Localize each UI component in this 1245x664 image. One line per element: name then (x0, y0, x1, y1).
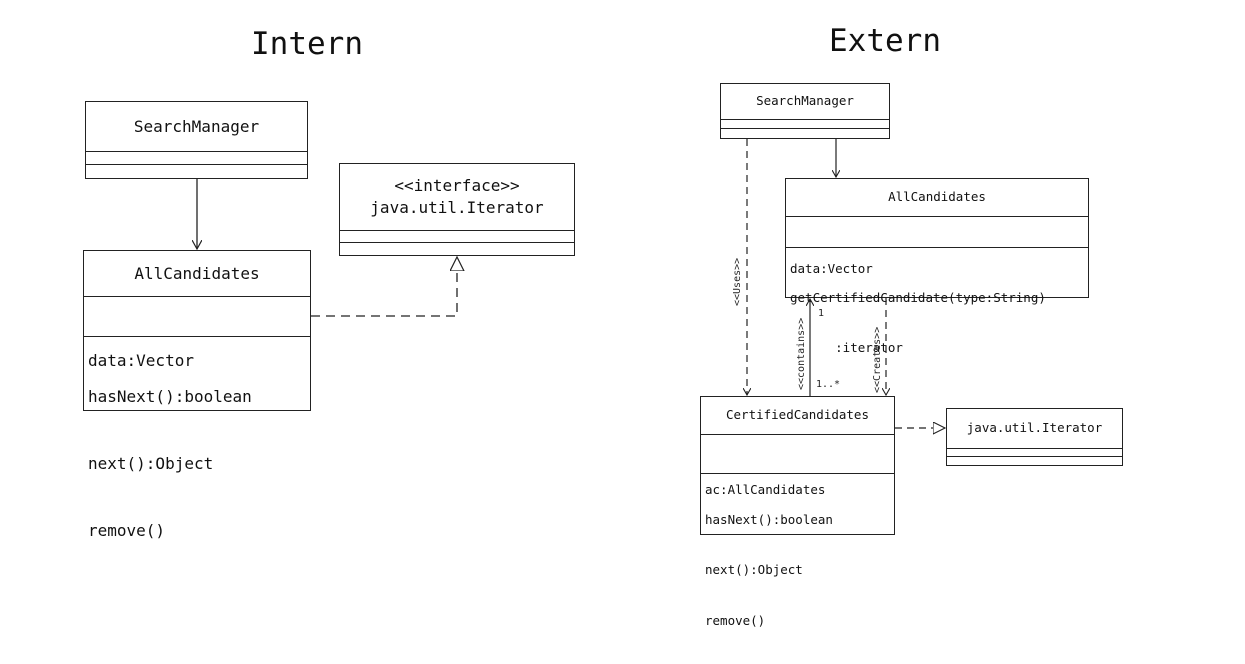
operation: next():Object (705, 562, 803, 578)
attributes-compartment (86, 151, 307, 164)
extern-searchmanager-class[interactable]: SearchManager (720, 83, 890, 139)
operation: remove() (705, 613, 766, 628)
attributes-compartment: ac:AllCandidates (701, 434, 894, 497)
operations-compartment (947, 456, 1122, 465)
extern-title: Extern (829, 23, 941, 59)
intern-title: Intern (251, 26, 363, 62)
class-name: SearchManager (133, 116, 260, 136)
multiplicity-one: 1 (818, 308, 824, 319)
extern-iterator-class[interactable]: java.util.Iterator (946, 408, 1123, 466)
class-name: AllCandidates (134, 263, 260, 283)
creates-label: <<Creates>> (872, 327, 883, 393)
attribute: data:Vector (88, 350, 194, 370)
extern-allcandidates-class[interactable]: AllCandidates data:Vector getCertifiedCa… (785, 178, 1089, 355)
intern-allcandidates-class[interactable]: AllCandidates data:Vector hasNext():bool… (83, 250, 311, 540)
class-name: SearchManager (756, 93, 854, 109)
extern-certifiedcandidates-class[interactable]: CertifiedCandidates ac:AllCandidates has… (700, 396, 895, 628)
attributes-compartment (340, 230, 574, 242)
intern-realization-arrow (311, 257, 457, 317)
multiplicity-many: 1..* (816, 379, 840, 390)
operation: getCertifiedCandidate(type:String) (790, 289, 1046, 305)
attribute: ac:AllCandidates (705, 482, 826, 497)
uses-label: <<Uses>> (732, 258, 743, 306)
stereotype-label: <<interface>> (394, 176, 520, 196)
intern-iterator-interface-class[interactable]: <<interface>> java.util.Iterator (339, 163, 575, 256)
operation: next():Object (88, 453, 214, 473)
operations-compartment (340, 242, 574, 255)
operations-compartment: hasNext():boolean next():Object remove() (84, 336, 310, 587)
contains-label: <<contains>> (796, 318, 807, 390)
operation: hasNext():boolean (88, 386, 252, 406)
operation: hasNext():boolean (705, 511, 833, 527)
attributes-compartment: data:Vector (786, 216, 1088, 276)
attributes-compartment (721, 119, 889, 128)
class-name: AllCandidates (888, 189, 986, 205)
operations-compartment (721, 128, 889, 138)
class-name: CertifiedCandidates (726, 407, 869, 423)
attribute: data:Vector (790, 261, 873, 276)
class-name: java.util.Iterator (966, 420, 1103, 436)
operations-compartment (86, 164, 307, 178)
operation: remove() (88, 521, 166, 541)
intern-searchmanager-class[interactable]: SearchManager (85, 101, 308, 179)
interface-name: java.util.Iterator (370, 198, 544, 217)
class-name: <<interface>> java.util.Iterator (340, 164, 574, 230)
attributes-compartment (947, 448, 1122, 456)
attributes-compartment: data:Vector (84, 296, 310, 370)
connectors-layer: <<Uses>> <<contains>> <<Creates>> 1 1..* (0, 139, 1245, 544)
